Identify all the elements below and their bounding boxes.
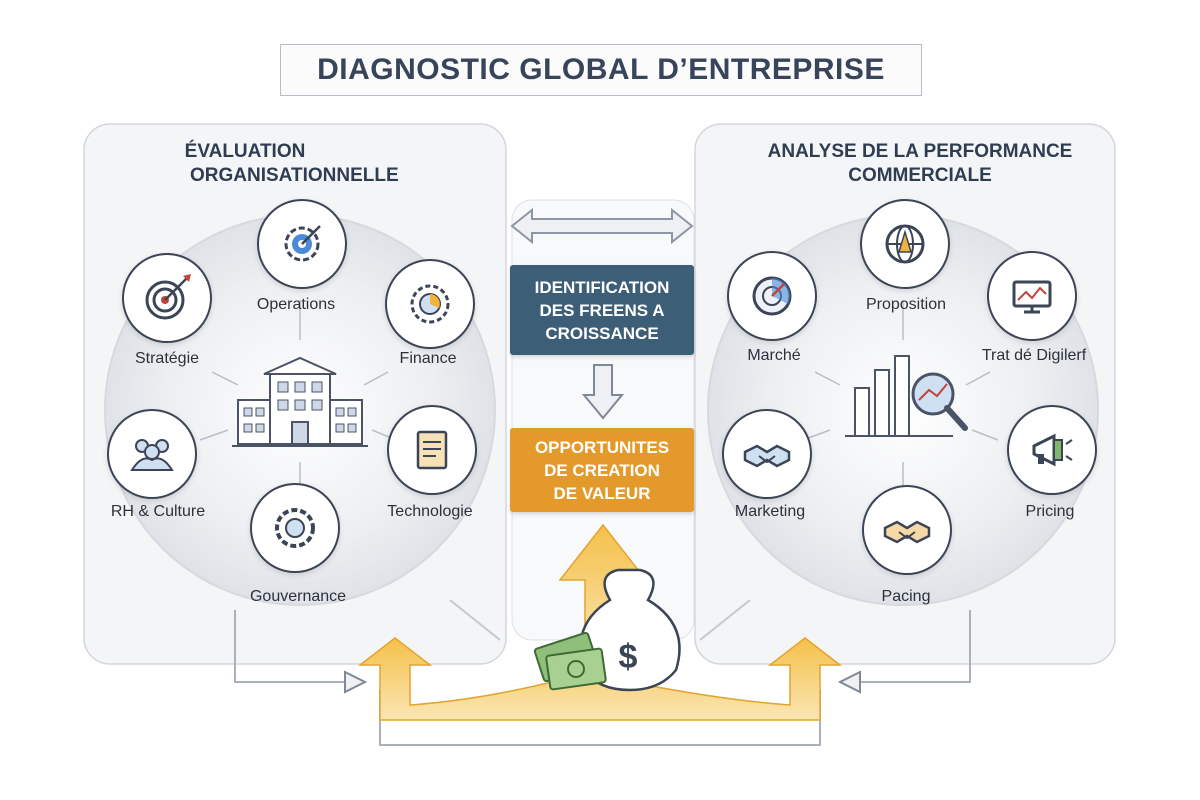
finance-label: Finance bbox=[399, 350, 457, 367]
target-icon bbox=[145, 274, 191, 320]
left-spokes bbox=[199, 300, 397, 490]
pacing-label: Pacing bbox=[881, 588, 931, 605]
right-panel-title-line: COMMERCIALE bbox=[848, 165, 992, 186]
value-creation-line: DE VALEUR bbox=[553, 483, 651, 503]
money-bag-icon: $ bbox=[533, 568, 681, 692]
diagonal-hints bbox=[449, 599, 751, 641]
growth-drivers-box: IDENTIFICATION DES FREENS A CROISSANCE bbox=[510, 265, 694, 355]
svg-text:$: $ bbox=[619, 638, 638, 676]
digital-label: Trat dé Digilerf bbox=[981, 347, 1087, 364]
pacing-node bbox=[862, 485, 952, 575]
megaphone-icon bbox=[1032, 433, 1073, 467]
marche-label: Marché bbox=[747, 347, 801, 364]
handshake-icon bbox=[743, 444, 791, 468]
right-feedback-arrow bbox=[837, 670, 861, 694]
right-panel-title: ANALYSE DE LA PERFORMANCE COMMERCIALE bbox=[740, 140, 1100, 188]
rh-culture-node bbox=[107, 409, 197, 499]
operations-node bbox=[257, 199, 347, 289]
technologie-node bbox=[387, 405, 477, 495]
double-arrow bbox=[510, 207, 694, 245]
value-creation-line: OPPORTUNITES bbox=[534, 437, 670, 457]
gouvernance-node bbox=[250, 483, 340, 573]
technologie-label: Technologie bbox=[387, 503, 473, 520]
handshake-icon bbox=[883, 520, 931, 544]
strategie-label: Stratégie bbox=[134, 350, 200, 367]
growth-drivers-line: IDENTIFICATION bbox=[534, 277, 670, 297]
building-icon bbox=[232, 356, 368, 447]
right-panel-title-line: ANALYSE DE LA PERFORMANCE bbox=[767, 141, 1073, 162]
compass-icon bbox=[752, 276, 792, 316]
operations-label: Operations bbox=[256, 296, 336, 313]
marketing-node bbox=[722, 409, 812, 499]
proposition-node bbox=[860, 199, 950, 289]
marketing-label: Marketing bbox=[734, 503, 806, 520]
digital-node bbox=[987, 251, 1077, 341]
rh-culture-label: RH & Culture bbox=[110, 503, 206, 520]
finance-node bbox=[385, 259, 475, 349]
gear-target-icon bbox=[284, 225, 321, 262]
gear-icon bbox=[275, 508, 315, 548]
pricing-node bbox=[1007, 405, 1097, 495]
left-panel-title-line: ORGANISATIONNELLE bbox=[190, 165, 399, 186]
value-creation-line: DE CREATION bbox=[544, 460, 660, 480]
proposition-label: Proposition bbox=[865, 296, 947, 313]
strategie-node bbox=[122, 253, 212, 343]
gouvernance-label: Gouvernance bbox=[249, 588, 347, 605]
globe-icon bbox=[885, 224, 925, 264]
diagram-title: DIAGNOSTIC GLOBAL D’ENTREPRISE bbox=[280, 44, 922, 96]
people-icon bbox=[130, 439, 174, 471]
left-panel-title-line: ÉVALUATION bbox=[184, 141, 306, 162]
document-icon bbox=[416, 430, 448, 470]
growth-drivers-line: DES FREENS A bbox=[539, 300, 665, 320]
left-panel-title: ÉVALUATION ORGANISATIONNELLE bbox=[95, 140, 399, 188]
monitor-icon bbox=[1012, 280, 1052, 314]
gear-chart-icon bbox=[410, 284, 450, 324]
bar-chart-magnifier-icon bbox=[845, 355, 968, 437]
value-creation-box: OPPORTUNITES DE CREATION DE VALEUR bbox=[510, 428, 694, 512]
down-arrow bbox=[581, 364, 625, 420]
growth-drivers-line: CROISSANCE bbox=[545, 323, 659, 343]
left-feedback-arrow bbox=[344, 670, 368, 694]
pricing-label: Pricing bbox=[1025, 503, 1075, 520]
marche-node bbox=[727, 251, 817, 341]
